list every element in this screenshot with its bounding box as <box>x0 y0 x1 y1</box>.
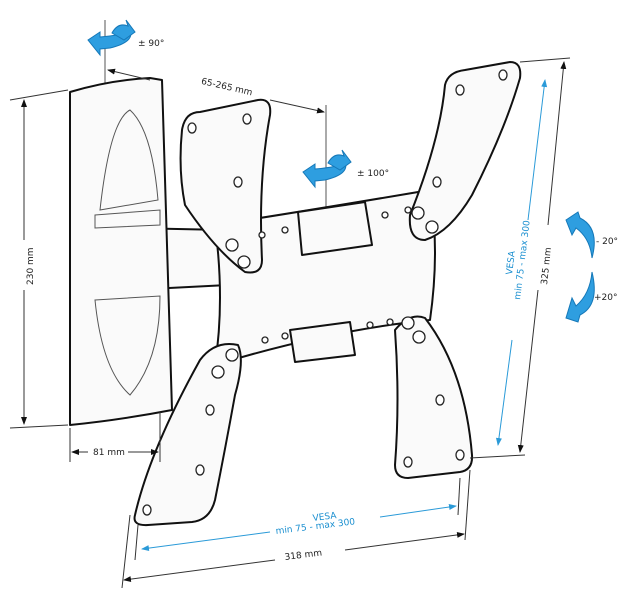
bracket-width-label: 318 mm <box>284 548 323 563</box>
tilt-down-arrow-icon <box>565 271 595 323</box>
bracket-height-label: 325 mm <box>540 247 554 285</box>
wall-plate-height-dimension: 230 mm <box>9 89 69 429</box>
rotation-label: ± 100° <box>357 169 389 179</box>
swivel-rotation-arrow-icon <box>87 19 136 57</box>
mounting-holes <box>142 69 508 516</box>
bracket-arm-bottom-right <box>394 315 474 479</box>
vesa-vertical-dimension: VESA min 75 - max 300 <box>495 79 548 446</box>
bracket-arm-bottom-left <box>133 343 242 527</box>
vesa-vertical-title: VESA <box>505 250 518 276</box>
swivel-label: ± 90° <box>138 39 164 49</box>
wall-plate-width-dimension: 81 mm <box>69 412 161 462</box>
arm-extension-label: 65-265 mm <box>200 77 253 99</box>
tilt-up-arrow-icon <box>565 211 595 259</box>
tilt-up-label: - 20° <box>596 237 618 247</box>
bracket-height-dimension: 325 mm <box>469 57 571 459</box>
tilt-down-label: +20° <box>594 293 618 303</box>
center-hub-bottom <box>289 321 356 363</box>
center-hub-top <box>297 201 373 256</box>
bracket-arm-top-right <box>408 61 522 241</box>
wall-plate-width-label: 81 mm <box>93 448 125 458</box>
bracket-arm-top-left <box>179 98 272 274</box>
wall-plate-height-label: 230 mm <box>26 247 36 285</box>
rotation-arrow-icon <box>302 149 352 189</box>
bracket-width-dimension: 318 mm <box>121 469 471 589</box>
vesa-horizontal-title: VESA <box>312 511 338 524</box>
wall-plate <box>69 77 173 426</box>
vesa-bracket <box>133 61 522 527</box>
